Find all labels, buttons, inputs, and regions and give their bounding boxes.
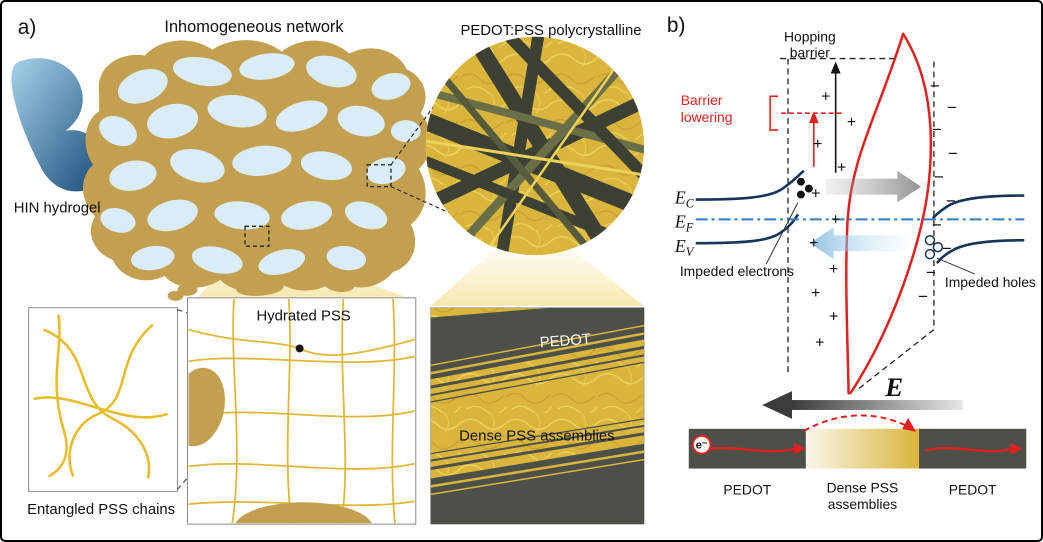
- electron-path-right-arrowhead: [1010, 442, 1023, 455]
- plus-sign: +: [809, 235, 818, 252]
- minus-sign: −: [930, 76, 940, 95]
- hydrogel-label: HIN hydrogel: [14, 200, 101, 216]
- electron-path-left-arrowhead: [793, 442, 806, 455]
- barrier-lowering-line2: lowering: [681, 109, 733, 125]
- impeded-holes-label: Impeded holes: [945, 274, 1036, 290]
- band-label-ev: EV: [674, 236, 695, 259]
- hydrated-pss-box: [186, 297, 417, 525]
- plus-sign: +: [813, 136, 822, 153]
- impeded-electrons-label: Impeded electrons: [680, 263, 794, 279]
- pedot-label: PEDOT: [539, 332, 591, 352]
- plus-sign: +: [811, 186, 820, 203]
- barrier-dashed-outline: [780, 57, 935, 392]
- entangled-caption: Entangled PSS chains: [27, 502, 175, 518]
- callout-to-hydrated: [244, 225, 270, 247]
- network-title: Inhomogeneous network: [164, 18, 344, 36]
- hydrated-title: Hydrated PSS: [256, 309, 350, 325]
- field-arrow: [762, 391, 963, 419]
- band-label-ef: EF: [674, 211, 694, 234]
- minus-sign: −: [926, 263, 936, 282]
- minus-sign: −: [932, 120, 942, 139]
- field-symbol: E: [884, 372, 903, 402]
- negative-charges: − − − − − − − − − −: [918, 76, 958, 305]
- panel-b-label: b): [667, 14, 686, 37]
- minus-sign: −: [918, 287, 928, 306]
- hole-drift-arrow: [809, 227, 906, 260]
- hopping-barrier-arrow: [830, 61, 841, 173]
- minus-sign: −: [942, 239, 952, 258]
- impeded-electrons-dots: [796, 177, 813, 199]
- entangled-chains: [33, 314, 169, 479]
- electron-symbol: e⁻: [696, 440, 708, 452]
- network-stray-blobs: [167, 277, 355, 301]
- network-cells: [99, 53, 421, 275]
- hopping-schematic: e⁻ PEDOT Dense PSS assemblies PEDOT: [688, 414, 1027, 512]
- positive-charges: + + + + + + + + + + +: [809, 88, 856, 351]
- barrier-profile: [845, 32, 933, 395]
- minus-sign: −: [932, 215, 942, 234]
- pedot-left-label: PEDOT: [723, 481, 771, 497]
- electron-icon: [691, 434, 712, 455]
- minus-sign: −: [946, 191, 956, 210]
- plus-sign: +: [815, 334, 824, 351]
- minus-sign: −: [948, 144, 958, 163]
- hopping-barrier-line2: barrier: [790, 45, 830, 61]
- panel-a: PEDOT Dense PSS assemblies a) Inhomogene…: [11, 16, 645, 525]
- hopping-arc-arrowhead: [902, 417, 917, 432]
- beam-circle-to-densepss: [430, 242, 645, 306]
- minus-sign: −: [947, 98, 957, 117]
- dense-pss-box: PEDOT Dense PSS assemblies: [430, 307, 645, 525]
- hydrated-content: [188, 298, 415, 524]
- panel-a-label: a): [18, 16, 37, 39]
- pedot-right-label: PEDOT: [949, 481, 997, 497]
- dense-pss-line1: Dense PSS: [827, 479, 899, 495]
- plus-sign: +: [829, 309, 838, 326]
- holes-callout-line: [936, 257, 975, 275]
- plus-sign: +: [811, 285, 820, 302]
- dense-pss-line2: assemblies: [828, 496, 897, 512]
- barrier-lowering-line1: Barrier: [681, 92, 723, 108]
- electrons-callout-line: [765, 202, 799, 265]
- band-edges: [695, 169, 1025, 264]
- hydrogel-blob: [11, 58, 106, 192]
- inset-fibers: [425, 36, 645, 256]
- dense-pss-bar: [805, 428, 920, 469]
- entangled-pss-box: [28, 307, 179, 492]
- hopping-barrier-line1: Hopping: [784, 29, 836, 45]
- plus-sign: +: [821, 88, 830, 105]
- band-label-ec: EC: [674, 188, 695, 211]
- plus-sign: +: [831, 211, 840, 228]
- dense-pss-label: Dense PSS assemblies: [459, 429, 614, 445]
- inset-title: PEDOT:PSS polycrystalline: [460, 23, 641, 39]
- impeded-holes-circles: [924, 235, 944, 260]
- hopping-arc: [803, 414, 914, 432]
- inhomogeneous-network-graphic: [82, 40, 432, 301]
- plus-sign: +: [829, 261, 838, 278]
- panel-b: + + + + + + + + + + + − − − − − − − − − …: [667, 14, 1036, 512]
- electron-drift-arrow: [825, 170, 922, 203]
- polycrystalline-inset: [425, 36, 645, 256]
- hydrated-box-frame: [186, 297, 417, 525]
- plus-sign: +: [847, 114, 856, 131]
- minus-sign: −: [934, 168, 944, 187]
- dense-box-lamellae: [430, 307, 645, 525]
- plus-sign: +: [837, 160, 846, 177]
- entangled-box-frame: [28, 307, 179, 492]
- entanglement-dot: [295, 344, 304, 353]
- barrier-lowering-marks: [769, 95, 843, 167]
- electron-path-right: [924, 446, 1013, 453]
